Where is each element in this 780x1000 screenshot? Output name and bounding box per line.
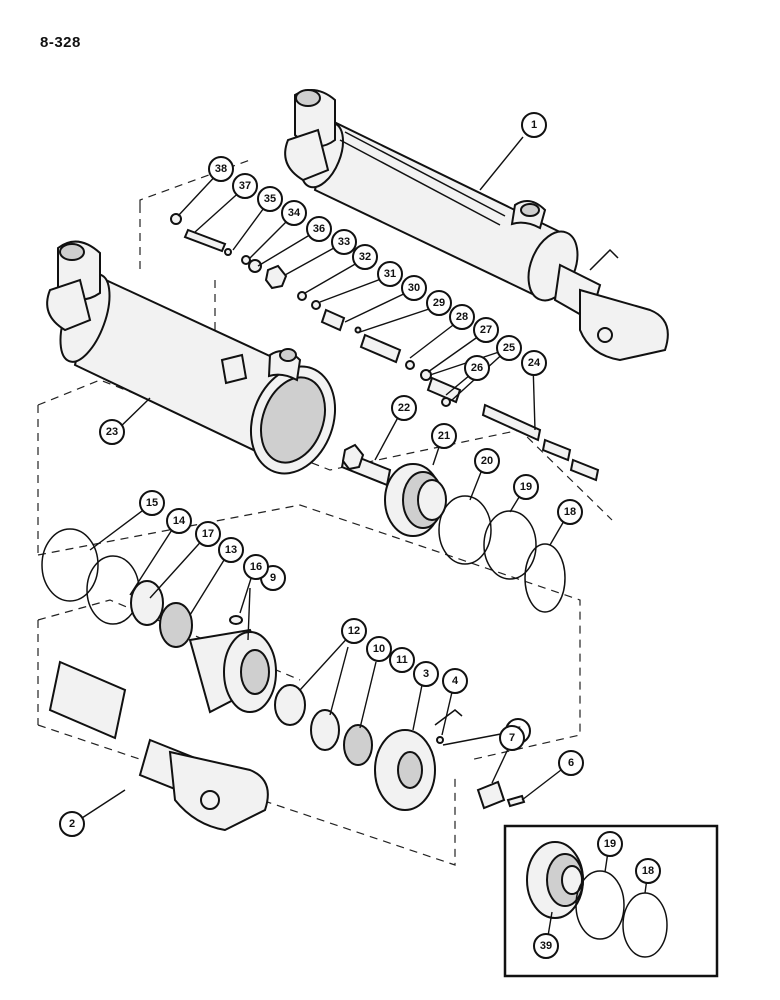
- svg-text:23: 23: [106, 426, 118, 438]
- svg-text:28: 28: [456, 311, 468, 323]
- svg-text:34: 34: [288, 207, 301, 219]
- callout-1: 1: [521, 112, 547, 138]
- callout-10: 10: [366, 636, 392, 662]
- svg-text:36: 36: [313, 223, 325, 235]
- svg-text:14: 14: [173, 515, 186, 527]
- callout-16: 16: [243, 554, 269, 580]
- svg-text:39: 39: [540, 940, 552, 952]
- svg-text:1: 1: [531, 119, 537, 131]
- callout-28: 28: [449, 304, 475, 330]
- cylinder-tube: [46, 240, 337, 475]
- callout-19: 19: [513, 474, 539, 500]
- callout-14: 14: [166, 508, 192, 534]
- callout-24: 24: [521, 350, 547, 376]
- callout-39: 39: [533, 933, 559, 959]
- callout-6: 6: [558, 750, 584, 776]
- callout-38: 38: [208, 156, 234, 182]
- callout-33: 33: [331, 229, 357, 255]
- svg-text:33: 33: [338, 236, 350, 248]
- rod-and-nut: [48, 660, 526, 832]
- svg-text:37: 37: [239, 180, 251, 192]
- callout-11: 11: [389, 647, 415, 673]
- callout-27: 27: [473, 317, 499, 343]
- callout-36: 36: [306, 216, 332, 242]
- svg-text:26: 26: [471, 362, 483, 374]
- svg-text:20: 20: [481, 455, 493, 467]
- callout-17: 17: [195, 521, 221, 547]
- callout-25: 25: [496, 335, 522, 361]
- svg-text:9: 9: [270, 572, 276, 584]
- svg-text:29: 29: [433, 297, 445, 309]
- svg-text:35: 35: [264, 193, 276, 205]
- callout-32: 32: [352, 244, 378, 270]
- svg-text:17: 17: [202, 528, 214, 540]
- callout-13: 13: [218, 537, 244, 563]
- callout-18-inset: 18: [635, 858, 661, 884]
- callout-4: 4: [442, 668, 468, 694]
- svg-text:4: 4: [452, 675, 459, 687]
- svg-text:12: 12: [348, 625, 360, 637]
- svg-text:6: 6: [568, 757, 574, 769]
- callout-20: 20: [474, 448, 500, 474]
- valve-small-parts: [170, 213, 600, 482]
- svg-text:2: 2: [69, 818, 75, 830]
- callout-29: 29: [426, 290, 452, 316]
- callout-22: 22: [391, 395, 417, 421]
- callout-3: 3: [413, 661, 439, 687]
- callout-19-inset: 19: [597, 831, 623, 857]
- callout-7: 7: [499, 725, 525, 751]
- svg-text:32: 32: [359, 251, 371, 263]
- callout-34: 34: [281, 200, 307, 226]
- callout-30: 30: [401, 275, 427, 301]
- svg-text:21: 21: [438, 430, 450, 442]
- callout-26: 26: [464, 355, 490, 381]
- svg-text:19: 19: [604, 838, 616, 850]
- svg-text:27: 27: [480, 324, 492, 336]
- svg-text:24: 24: [528, 357, 541, 369]
- svg-text:30: 30: [408, 282, 420, 294]
- svg-text:11: 11: [396, 654, 408, 666]
- callout-18: 18: [557, 499, 583, 525]
- svg-text:10: 10: [373, 643, 385, 655]
- callouts: 1 2 3 4 5 6 7 9 10 11 12 13 14 15 16 17 …: [59, 112, 661, 959]
- callout-21: 21: [431, 423, 457, 449]
- callout-23: 23: [99, 419, 125, 445]
- svg-text:18: 18: [642, 865, 654, 877]
- page-number: 8-328: [40, 34, 81, 51]
- svg-text:19: 19: [520, 481, 532, 493]
- callout-2: 2: [59, 811, 85, 837]
- svg-text:22: 22: [398, 402, 410, 414]
- callout-12: 12: [341, 618, 367, 644]
- svg-text:15: 15: [146, 497, 158, 509]
- svg-text:25: 25: [503, 342, 515, 354]
- svg-text:16: 16: [250, 561, 262, 573]
- svg-text:31: 31: [384, 268, 396, 280]
- callout-37: 37: [232, 173, 258, 199]
- callout-35: 35: [257, 186, 283, 212]
- assembled-cylinder: [284, 89, 669, 362]
- svg-text:7: 7: [509, 732, 515, 744]
- callout-31: 31: [377, 261, 403, 287]
- svg-text:18: 18: [564, 506, 576, 518]
- piston-parts: [340, 443, 566, 613]
- callout-15: 15: [139, 490, 165, 516]
- svg-text:38: 38: [215, 163, 227, 175]
- svg-text:13: 13: [225, 544, 237, 556]
- gland-parts: [41, 528, 373, 766]
- svg-text:3: 3: [423, 668, 429, 680]
